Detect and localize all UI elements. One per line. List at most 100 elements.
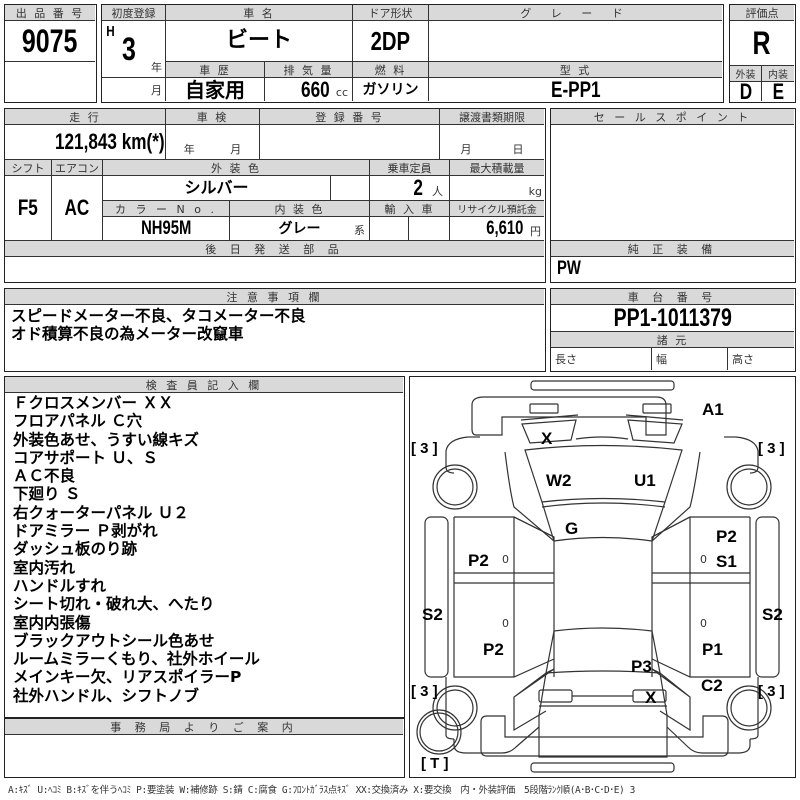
mark-right-fender-1: P2 bbox=[716, 527, 737, 546]
grade-label: グ レ ー ド bbox=[429, 5, 722, 21]
mark-headlight-left: X bbox=[541, 429, 553, 448]
note-line: スピードメーター不良、タコメーター不良 bbox=[11, 307, 306, 325]
inspection-label: 車 検 bbox=[166, 109, 260, 125]
inspector-line: 右クォーターパネル Ｕ２ bbox=[13, 503, 189, 522]
exterior-grade: D bbox=[730, 82, 762, 101]
transfer-deadline-label: 譲渡書類期限 bbox=[440, 109, 544, 125]
spare-tire bbox=[416, 709, 462, 755]
rear-quarter-left bbox=[513, 668, 555, 732]
first-reg-month-cell: 月 bbox=[102, 78, 166, 101]
door-mark: 0 bbox=[700, 553, 707, 566]
reg-no-label: 登 録 番 号 bbox=[260, 109, 440, 125]
door-mark: 0 bbox=[502, 617, 509, 630]
door-label: ドア形状 bbox=[353, 5, 429, 21]
legend: A:ｷｽﾞ U:ﾍｺﾐ B:ｷｽﾞを伴うﾍｺﾐ P:要塗装 W:補修跡 S:錆 … bbox=[8, 785, 635, 796]
inspector-line: 下廻り Ｓ bbox=[13, 485, 81, 504]
tail-left bbox=[538, 689, 573, 703]
windshield bbox=[541, 501, 666, 542]
later-parts bbox=[5, 257, 544, 281]
inspector-line: ドアミラー Ｐ剥がれ bbox=[13, 522, 158, 541]
recycle-fee: 6,610 円 bbox=[450, 217, 544, 241]
front-bumper bbox=[471, 396, 667, 436]
sales-point-text bbox=[551, 125, 794, 241]
office-box: 事 務 局 よ り ご 案 内 bbox=[4, 718, 405, 778]
mark-hood-left: W2 bbox=[546, 471, 572, 490]
lot-number-label: 出 品 番 号 bbox=[5, 5, 95, 21]
fog-right bbox=[642, 403, 672, 414]
shift-label: シフト bbox=[5, 160, 52, 176]
inspector-line: ＡＣ不良 bbox=[13, 467, 76, 486]
equipment-label: 純 正 装 備 bbox=[551, 241, 794, 257]
car-name-label: 車 名 bbox=[166, 5, 353, 21]
notes-label: 注 意 事 項 欄 bbox=[5, 289, 544, 305]
inspector-line: 外装色あせ、うすい線キズ bbox=[13, 430, 200, 449]
headlight-left bbox=[521, 419, 577, 444]
mark-tail-right: X bbox=[645, 688, 657, 707]
capacity-label: 乗車定員 bbox=[370, 160, 450, 176]
tire-front-left: [ 3 ] bbox=[411, 440, 438, 457]
inspector-line: Ｆクロスメンバー ＸＸ bbox=[13, 394, 174, 412]
chassis-label: 車 台 番 号 bbox=[551, 289, 794, 305]
length: 長さ bbox=[551, 348, 652, 370]
body-front-right bbox=[735, 436, 759, 474]
notes-text: スピードメーター不良、タコメーター不良 オド積算不良の為メーター改竄車 bbox=[11, 307, 306, 343]
wheel-front-right bbox=[726, 464, 772, 510]
lot-number-box: 出 品 番 号 9075 bbox=[4, 4, 97, 103]
width: 幅 bbox=[652, 348, 728, 370]
front-bumper-strip bbox=[530, 380, 675, 391]
color-label: 外 装 色 bbox=[103, 160, 370, 176]
inspection-date: 年 月 bbox=[166, 125, 260, 160]
car-name: ビート bbox=[166, 21, 353, 62]
import-cell-1 bbox=[370, 217, 409, 241]
sales-point-box: セ ー ル ス ポ イ ン ト 純 正 装 備 PW bbox=[550, 108, 796, 283]
notes-box: 注 意 事 項 欄 スピードメーター不良、タコメーター不良 オド積算不良の為メー… bbox=[4, 288, 546, 372]
sales-point-label: セ ー ル ス ポ イ ン ト bbox=[551, 109, 794, 125]
wheel-rear-left bbox=[432, 685, 478, 731]
history: 自家用 bbox=[166, 78, 265, 101]
mileage: 121,843 km(*) bbox=[5, 125, 166, 160]
first-reg-year-cell: H 3 年 bbox=[102, 21, 166, 78]
tire-rear-right: [ 3 ] bbox=[758, 683, 785, 700]
mark-left-front-fender: P2 bbox=[468, 551, 489, 570]
score-label: 評価点 bbox=[730, 5, 794, 21]
exterior-color: シルバー bbox=[103, 176, 331, 201]
car-diagram: A1 X W2 U1 G P2 P2 S1 S2 S2 P2 P1 P3 C2 … bbox=[409, 376, 796, 778]
inspector-line: フロアパネル Ｃ穴 bbox=[13, 412, 143, 431]
chassis-box: 車 台 番 号 PP1-1011379 諸 元 長さ 幅 高さ bbox=[550, 288, 796, 372]
details-box: 走 行 車 検 登 録 番 号 譲渡書類期限 121,843 km(*) 年 月… bbox=[4, 108, 546, 283]
sill-left bbox=[424, 516, 449, 678]
rear-bumper bbox=[480, 715, 729, 757]
specs-label: 諸 元 bbox=[551, 332, 794, 348]
score-box: 評価点 R 外装 内装 D E bbox=[729, 4, 796, 103]
sill-right bbox=[755, 516, 780, 678]
interior-color: グレー 系 bbox=[230, 217, 370, 241]
inspector-line: 社外ハンドル、シフトノブ bbox=[13, 686, 200, 705]
tire-rear-left: [ 3 ] bbox=[411, 683, 438, 700]
equipment: PW bbox=[557, 258, 581, 279]
mark-right-quarter: P1 bbox=[702, 640, 723, 659]
history-label: 車 歴 bbox=[166, 62, 265, 78]
mark-right-fender-2: S1 bbox=[716, 552, 737, 571]
color-no: NH95M bbox=[103, 217, 230, 241]
era: H bbox=[106, 23, 115, 40]
reg-no bbox=[260, 125, 440, 160]
mark-front-bumper: A1 bbox=[702, 400, 724, 419]
fuel-label: 燃 料 bbox=[353, 62, 429, 78]
mark-left-quarter: P2 bbox=[483, 640, 504, 659]
inspector-notes: Ｆクロスメンバー ＸＸ フロアパネル Ｃ穴 外装色あせ、うすい線キズ コアサポー… bbox=[13, 394, 260, 705]
inspector-line: コアサポート Ｕ、Ｓ bbox=[13, 448, 158, 467]
headlight-right bbox=[627, 419, 683, 444]
interior-grade: E bbox=[772, 82, 784, 101]
mark-left-sill: S2 bbox=[422, 605, 443, 624]
rear-bumper-strip bbox=[530, 762, 675, 773]
inspector-line: 室内汚れ bbox=[13, 558, 76, 577]
displacement: 660 cc bbox=[265, 78, 353, 101]
inspector-line: シート切れ・破れ大、へたり bbox=[13, 595, 215, 614]
exterior-color-extra bbox=[331, 176, 370, 201]
car-outline bbox=[416, 380, 780, 773]
inspector-line: 室内内張傷 bbox=[13, 613, 91, 632]
model-label: 型 式 bbox=[429, 62, 722, 78]
shift: F5 bbox=[5, 176, 52, 241]
score: R bbox=[730, 21, 794, 66]
rear-quarter-right bbox=[651, 668, 691, 732]
